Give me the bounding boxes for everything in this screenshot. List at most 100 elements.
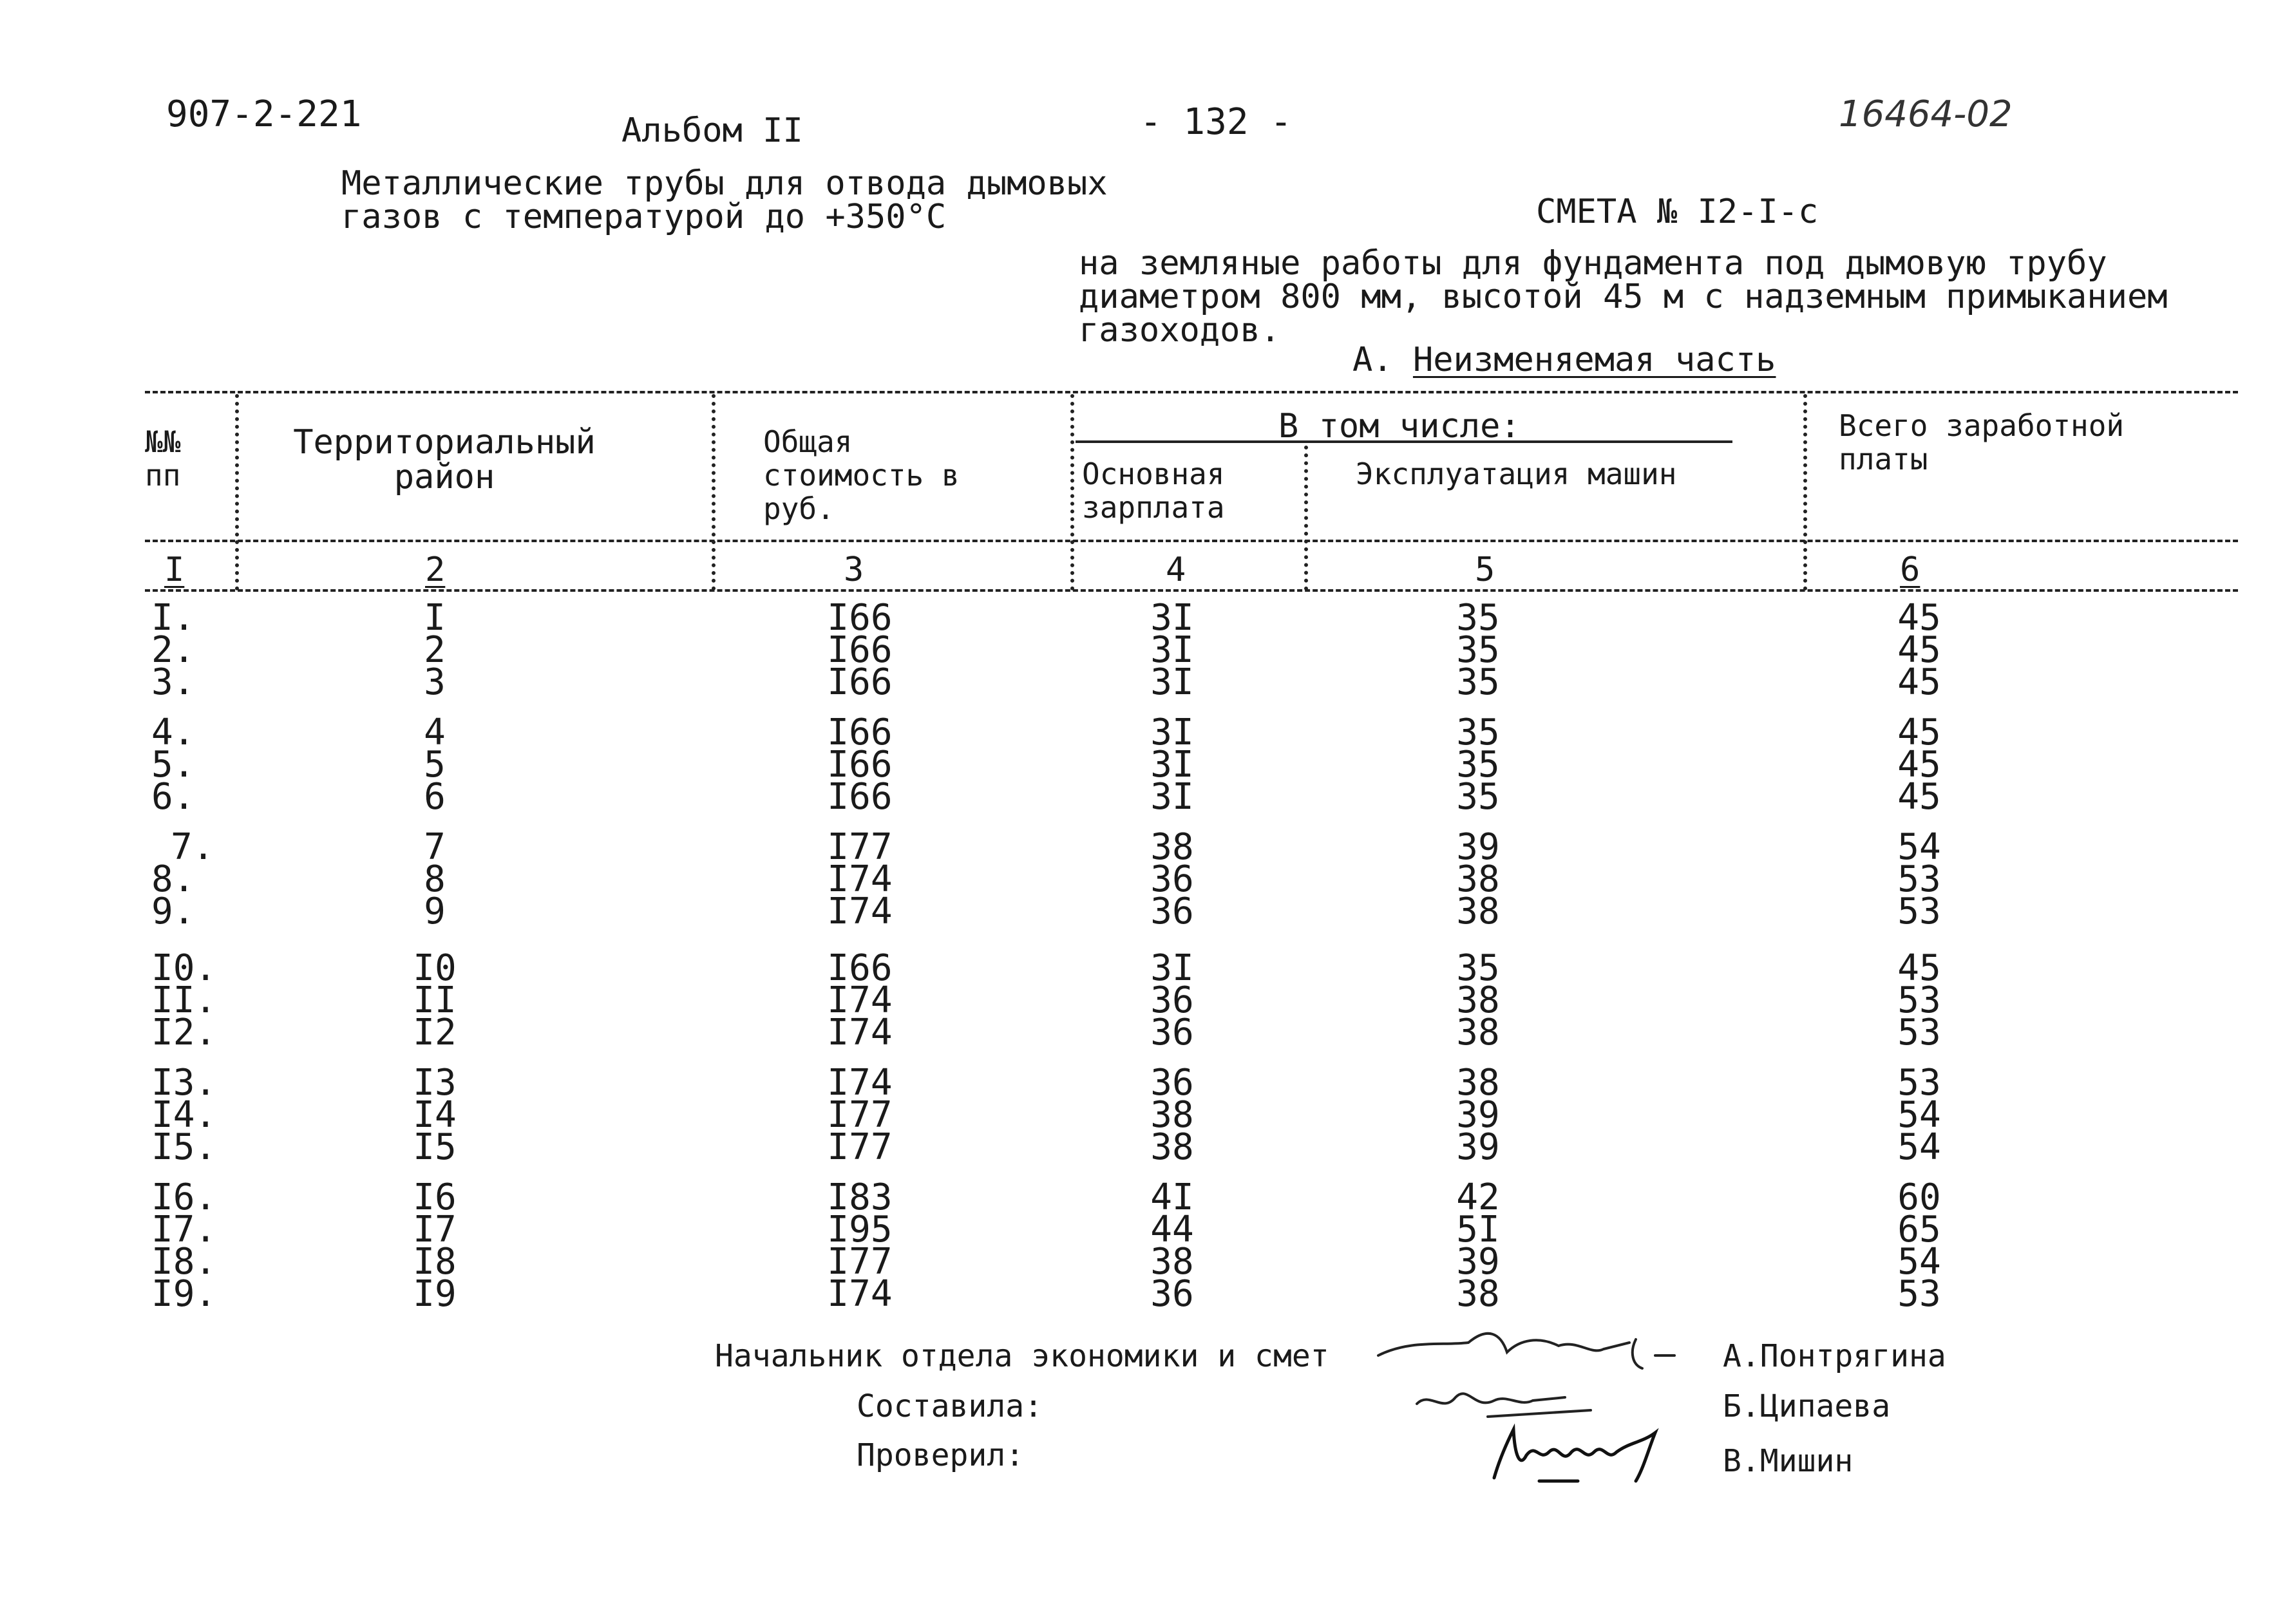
- column-separator-2: [712, 394, 716, 590]
- total-salary-cell: 54: [1897, 826, 1941, 868]
- district-cell: I3: [413, 1062, 457, 1104]
- base-salary-cell: 3I: [1150, 597, 1194, 639]
- total-cost-cell: I74: [827, 979, 893, 1021]
- total-salary-cell: 45: [1897, 597, 1941, 639]
- column-numbers-top-rule: [145, 540, 2238, 542]
- total-salary-cell: 54: [1897, 1094, 1941, 1136]
- row-group: 7. 8. 9.: [151, 829, 242, 930]
- row-group: I. 2. 3.: [151, 600, 242, 701]
- district-cell: 3: [424, 661, 446, 703]
- machines-cell: 39: [1456, 1126, 1500, 1168]
- row-group: 42 5I 39 38: [1401, 1180, 1555, 1315]
- total-salary-cell: 45: [1897, 661, 1941, 703]
- row-group: 4I 44 38 36: [1095, 1180, 1249, 1315]
- total-cost-cell: I74: [827, 858, 893, 900]
- row-group: 3I 36 36: [1095, 947, 1249, 1051]
- column-separator-1: [235, 394, 239, 590]
- header-including: В том числе:: [1278, 407, 1521, 446]
- head-of-department-label: Начальник отдела экономики и смет: [715, 1338, 1329, 1374]
- base-salary-cell: 38: [1150, 1126, 1194, 1168]
- base-salary-cell: 36: [1150, 1062, 1194, 1104]
- machines-cell: 39: [1456, 1094, 1500, 1136]
- including-rule: [1076, 440, 1732, 443]
- base-salary-cell: 3I: [1150, 629, 1194, 671]
- signature-head-icon: [1377, 1332, 1676, 1370]
- estimate-number: СМЕТА № I2-I-с: [1536, 193, 1819, 231]
- district-cell: 4: [424, 712, 446, 753]
- header-total-salary: Всего заработной платы: [1839, 408, 2125, 477]
- machines-cell: 39: [1456, 826, 1500, 868]
- header-num: №№ пп: [145, 424, 181, 493]
- total-salary-cell: 53: [1897, 979, 1941, 1021]
- district-cell: I8: [413, 1241, 457, 1283]
- base-salary-cell: 36: [1150, 1273, 1194, 1315]
- column-number-6: 6: [1900, 551, 1920, 589]
- base-salary-cell: 3I: [1150, 661, 1194, 703]
- total-salary-cell: 53: [1897, 1273, 1941, 1315]
- column-separator-4: [1304, 446, 1308, 590]
- machines-column: 35 35 35 35 35 35 39 38 38 35 38 38 38 3…: [1401, 600, 1555, 1315]
- row-number: 5.: [151, 744, 195, 786]
- base-salary-column: 3I 3I 3I 3I 3I 3I 38 36 36 3I 36 36 36 3…: [1095, 597, 1249, 1315]
- base-salary-cell: 3I: [1150, 947, 1194, 989]
- row-group: I66 I66 I66: [782, 715, 937, 815]
- total-cost-cell: I74: [827, 1062, 893, 1104]
- head-of-department-name: А.Понтрягина: [1723, 1338, 1946, 1374]
- total-salary-cell: 60: [1897, 1176, 1941, 1218]
- row-group: 54 53 53: [1842, 826, 1996, 930]
- base-salary-cell: 3I: [1150, 712, 1194, 753]
- machines-cell: 35: [1456, 661, 1500, 703]
- district-cell: 5: [424, 744, 446, 786]
- total-cost-cell: I74: [827, 891, 893, 932]
- row-number: I6.: [151, 1176, 217, 1218]
- row-number: I4.: [151, 1094, 217, 1136]
- total-salary-cell: 54: [1897, 1126, 1941, 1168]
- row-number: I0.: [151, 947, 217, 989]
- machines-cell: 35: [1456, 947, 1500, 989]
- total-cost-cell: I83: [827, 1176, 893, 1218]
- row-group: 4 5 6: [357, 712, 512, 815]
- part-title: Неизменяемая часть: [1412, 341, 1776, 379]
- row-number: I7.: [151, 1209, 217, 1251]
- district-column: I 2 3 4 5 6 7 8 9 I0 II I2 I3 I4 I5 I6 I…: [357, 597, 512, 1312]
- base-salary-cell: 3I: [1150, 744, 1194, 786]
- row-group: 45 45 45: [1842, 597, 1996, 703]
- total-cost-cell: I77: [827, 826, 893, 868]
- row-number: 4.: [151, 712, 195, 753]
- machines-cell: 5I: [1456, 1209, 1500, 1251]
- rownum-column: I. 2. 3. 4. 5. 6. 7. 8. 9. I0. II. I2. I…: [151, 600, 242, 1312]
- total-salary-cell: 53: [1897, 858, 1941, 900]
- machines-cell: 35: [1456, 629, 1500, 671]
- total-salary-cell: 53: [1897, 1012, 1941, 1053]
- row-group: I66 I74 I74: [782, 950, 937, 1053]
- row-group: I3. I4. I5.: [151, 1065, 242, 1166]
- row-number: II.: [151, 979, 217, 1021]
- subject-line-2: газов с температурой до +350°С: [341, 198, 947, 236]
- row-group: 35 35 35: [1401, 715, 1555, 815]
- machines-cell: 35: [1456, 744, 1500, 786]
- row-group: I0. II. I2.: [151, 947, 242, 1053]
- district-cell: I5: [413, 1126, 457, 1168]
- district-cell: I6: [413, 1176, 457, 1218]
- column-number-1: I: [164, 551, 185, 589]
- description-line-3: газоходов.: [1079, 311, 1281, 350]
- total-cost-cell: I74: [827, 1012, 893, 1053]
- row-number: I2.: [151, 1012, 217, 1053]
- row-group: 36 38 38: [1095, 1062, 1249, 1168]
- total-cost-cell: I77: [827, 1094, 893, 1136]
- machines-cell: 38: [1456, 1273, 1500, 1315]
- composed-by-label: Составила:: [857, 1388, 1043, 1424]
- row-group: I0 II I2: [357, 947, 512, 1051]
- district-cell: I4: [413, 1094, 457, 1136]
- base-salary-cell: 44: [1150, 1209, 1194, 1251]
- machines-cell: 38: [1456, 1012, 1500, 1053]
- base-salary-cell: 36: [1150, 979, 1194, 1021]
- district-cell: I0: [413, 947, 457, 989]
- row-group: 3I 3I 3I: [1095, 712, 1249, 815]
- column-separator-3: [1070, 394, 1074, 590]
- row-group: 4. 5. 6.: [151, 712, 242, 815]
- district-cell: II: [413, 979, 457, 1021]
- checked-by-label: Проверил:: [857, 1437, 1025, 1473]
- total-cost-cell: I66: [827, 661, 893, 703]
- district-cell: I: [424, 597, 446, 639]
